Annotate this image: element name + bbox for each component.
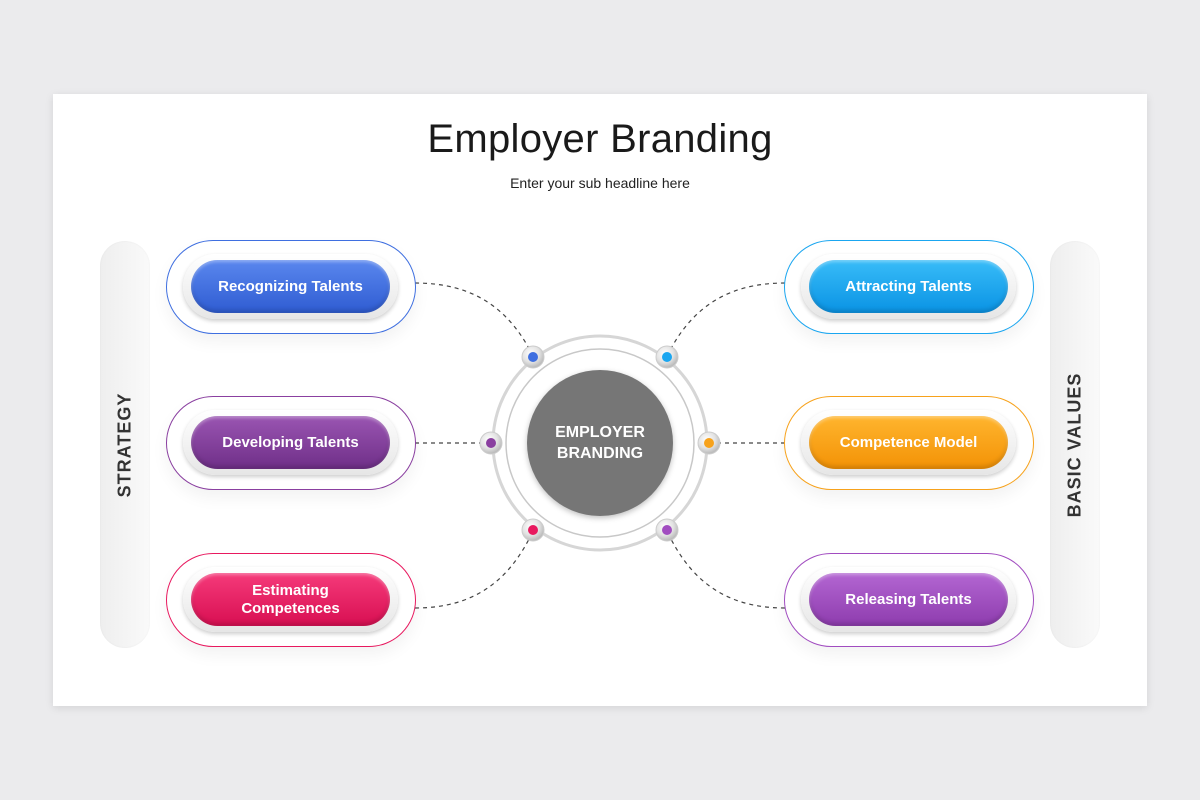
connector-attracting-talents <box>666 282 786 357</box>
node-recognizing-talents[interactable]: Recognizing Talents <box>166 240 416 334</box>
basic-values-side-bar: BASIC VALUES <box>1050 241 1100 648</box>
connector-estimating-competences <box>414 530 534 609</box>
node-bezel: Competence Model <box>801 410 1016 475</box>
node-face: Competence Model <box>809 416 1008 469</box>
dot-developing <box>486 438 496 448</box>
dot-estimating <box>528 525 538 535</box>
dot-competence <box>704 438 714 448</box>
node-developing-talents[interactable]: Developing Talents <box>166 396 416 490</box>
hub-label: EMPLOYER BRANDING <box>555 424 645 462</box>
node-label: Attracting Talents <box>845 277 972 295</box>
dot-attracting <box>662 352 672 362</box>
node-bezel: Attracting Talents <box>801 254 1016 319</box>
node-label: Estimating Competences <box>241 581 340 617</box>
node-estimating-competences[interactable]: Estimating Competences <box>166 553 416 647</box>
page-subtitle: Enter your sub headline here <box>510 175 690 191</box>
dot-recognizing <box>528 352 538 362</box>
node-label: Recognizing Talents <box>218 277 363 295</box>
node-label: Competence Model <box>839 433 978 451</box>
node-competence-model[interactable]: Competence Model <box>784 396 1034 490</box>
node-face: Releasing Talents <box>809 573 1008 626</box>
node-bezel: Recognizing Talents <box>183 254 398 319</box>
node-bezel: Releasing Talents <box>801 567 1016 632</box>
node-label: Developing Talents <box>222 433 359 451</box>
node-face: Developing Talents <box>191 416 390 469</box>
dot-releasing <box>662 525 672 535</box>
node-face: Attracting Talents <box>809 260 1008 313</box>
node-bezel: Estimating Competences <box>183 567 398 632</box>
hub-connector-dots <box>479 345 721 542</box>
connector-recognizing-talents <box>414 282 534 357</box>
node-face: Recognizing Talents <box>191 260 390 313</box>
node-bezel: Developing Talents <box>183 410 398 475</box>
hub-center: EMPLOYER BRANDING <box>527 370 673 516</box>
node-label: Releasing Talents <box>845 590 972 608</box>
page-title: Employer Branding <box>427 117 773 161</box>
node-face: Estimating Competences <box>191 573 390 626</box>
node-releasing-talents[interactable]: Releasing Talents <box>784 553 1034 647</box>
connector-releasing-talents <box>666 530 786 609</box>
strategy-side-bar: STRATEGY <box>100 241 150 648</box>
node-attracting-talents[interactable]: Attracting Talents <box>784 240 1034 334</box>
